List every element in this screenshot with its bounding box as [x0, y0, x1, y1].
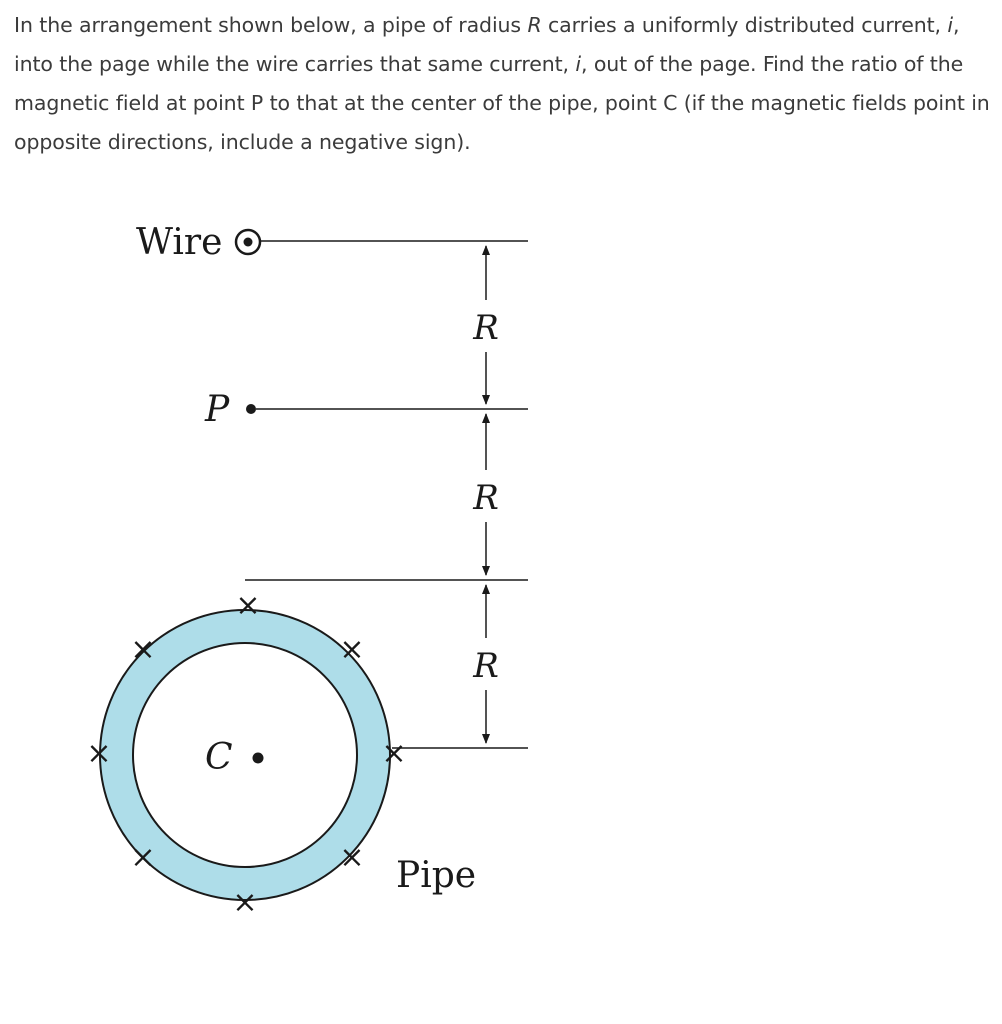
current-into-page-symbol: × [339, 632, 364, 667]
question-text-part: carries a uniformly distributed current, [541, 13, 948, 37]
dimension-label-r: R [472, 308, 499, 348]
point-c-label: C [205, 737, 233, 778]
current-into-page-symbol: × [130, 840, 155, 875]
wire-center-dot [243, 237, 253, 247]
question-var-i: i [947, 13, 953, 37]
dimension-label-r: R [472, 478, 499, 518]
current-into-page-symbol: × [381, 736, 406, 771]
question-text-part: , out of the page. Find the ratio of the… [14, 52, 990, 154]
question-text-part: In the arrangement shown below, a pipe o… [14, 13, 528, 37]
current-into-page-symbol: × [232, 885, 257, 920]
wire-out-of-page-symbol [234, 228, 262, 256]
question-text-part: , into the page while the wire carries t… [14, 13, 960, 76]
question-text: In the arrangement shown below, a pipe o… [14, 6, 994, 162]
point-p-dot [246, 404, 256, 414]
pipe-label: Pipe [396, 855, 476, 896]
current-into-page-symbol: × [339, 840, 364, 875]
current-into-page-symbol: × [130, 632, 155, 667]
point-c-dot [252, 752, 264, 764]
pipe-hollow [132, 642, 358, 868]
dimension-label-r: R [472, 646, 499, 686]
wire-label: Wire [136, 222, 222, 263]
question-var-i: i [575, 52, 581, 76]
current-into-page-symbol: × [86, 736, 111, 771]
point-p-label: P [204, 389, 230, 430]
question-var-r: R [527, 13, 542, 37]
current-into-page-symbol: × [235, 588, 260, 623]
